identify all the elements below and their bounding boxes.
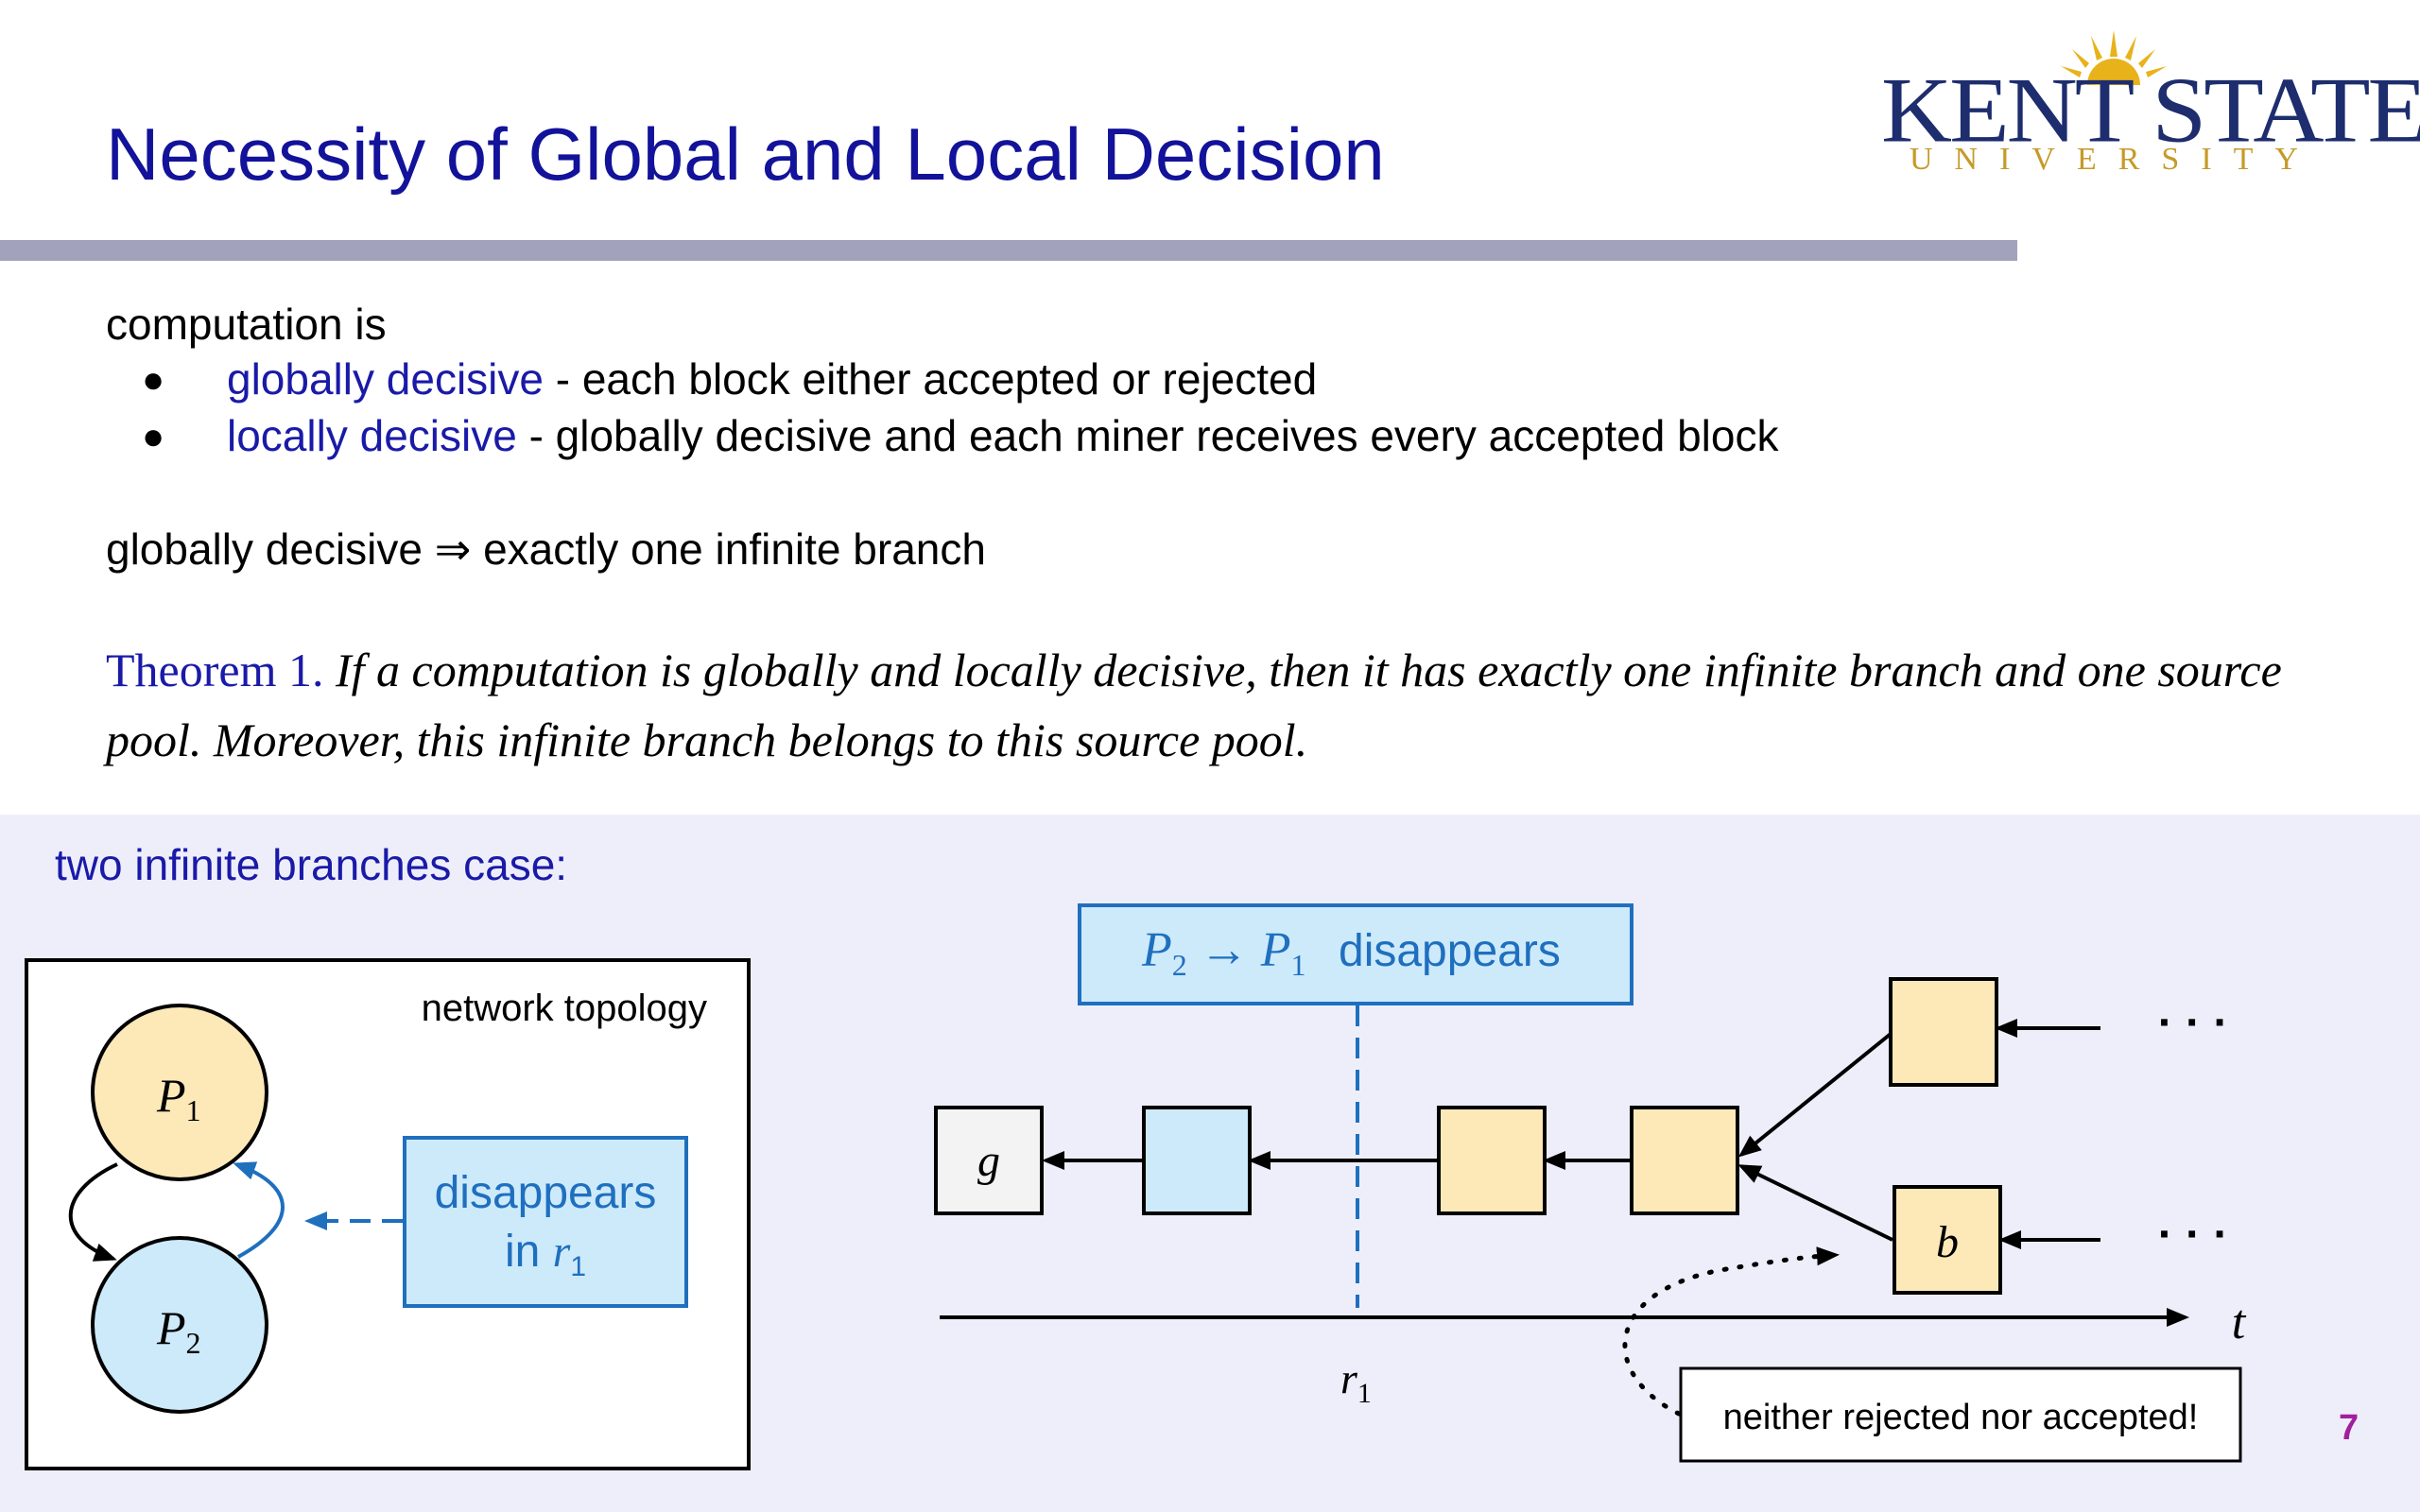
sunburst-icon — [2061, 30, 2167, 85]
page-number: 7 — [2339, 1408, 2360, 1448]
callout-pointer — [1622, 1246, 1840, 1417]
ellipsis-top: · · · — [2158, 998, 2229, 1048]
bullet-term: locally decisive — [227, 411, 517, 460]
theorem-block: Theorem 1. If a computation is globally … — [106, 635, 2318, 775]
block-b — [1893, 1185, 2002, 1295]
implication-text: globally decisive ⇒ exactly one infinite… — [106, 524, 986, 574]
ellipsis-bottom: · · · — [2158, 1210, 2229, 1260]
time-axis-label: t — [2232, 1296, 2247, 1349]
panel-title: two infinite branches case: — [55, 840, 568, 889]
page-title: Necessity of Global and Local Decision — [106, 112, 1385, 196]
disappears-note-line1: disappears — [435, 1168, 657, 1218]
kent-state-logo: KENT STATE UNIVERSITY — [1872, 26, 2420, 187]
block-p1 — [1630, 1106, 1739, 1215]
pool-p2-node — [91, 1236, 268, 1414]
event-label: P2 → P1 — [1141, 923, 1306, 982]
event-box — [1078, 903, 1634, 1005]
theorem-label: Theorem 1. — [106, 644, 324, 696]
bullet-item: globally decisive - each block either ac… — [227, 353, 1317, 404]
theorem-body: If a computation is globally and locally… — [106, 644, 2282, 766]
link-p2-to-p1 — [233, 1161, 285, 1259]
genesis-block — [934, 1106, 1044, 1215]
pool-p1-node — [91, 1004, 268, 1181]
block-b-label: b — [1936, 1217, 1959, 1267]
bullet-item: locally decisive - globally decisive and… — [227, 410, 1778, 461]
link-p1-to-p2 — [68, 1162, 118, 1262]
bullet-marker: ● — [142, 359, 165, 401]
callout-text: neither rejected nor accepted! — [1723, 1398, 2199, 1437]
pool-p1-label: P1 — [156, 1069, 201, 1127]
logo-subtitle: UNIVERSITY — [1910, 142, 2320, 177]
genesis-label: g — [977, 1136, 1000, 1186]
pool-p2-label: P2 — [156, 1301, 201, 1360]
disappears-note — [403, 1136, 688, 1308]
callout-box — [1679, 1366, 2242, 1463]
chain-edge-fork-bottom — [1737, 1164, 1893, 1242]
block-p1 — [1437, 1106, 1547, 1215]
topology-caption: network topology — [422, 988, 707, 1029]
bullet-text: - globally decisive and each miner recei… — [516, 411, 1779, 460]
bullet-term: globally decisive — [227, 354, 544, 404]
intro-text: computation is — [106, 300, 387, 349]
disappears-note-line2: in r1 — [505, 1227, 586, 1282]
block-p2 — [1142, 1106, 1252, 1215]
logo-wordmark: KENT STATE — [1881, 58, 2420, 163]
bullet-text: - each block either accepted or rejected — [543, 354, 1318, 404]
event-text: disappears — [1339, 926, 1561, 976]
chain-edge-fork-top — [1737, 1032, 1893, 1158]
header-rule — [0, 240, 2017, 261]
block-branch-top — [1889, 977, 1998, 1087]
bullet-marker: ● — [142, 416, 165, 457]
round-label: r1 — [1340, 1354, 1372, 1409]
